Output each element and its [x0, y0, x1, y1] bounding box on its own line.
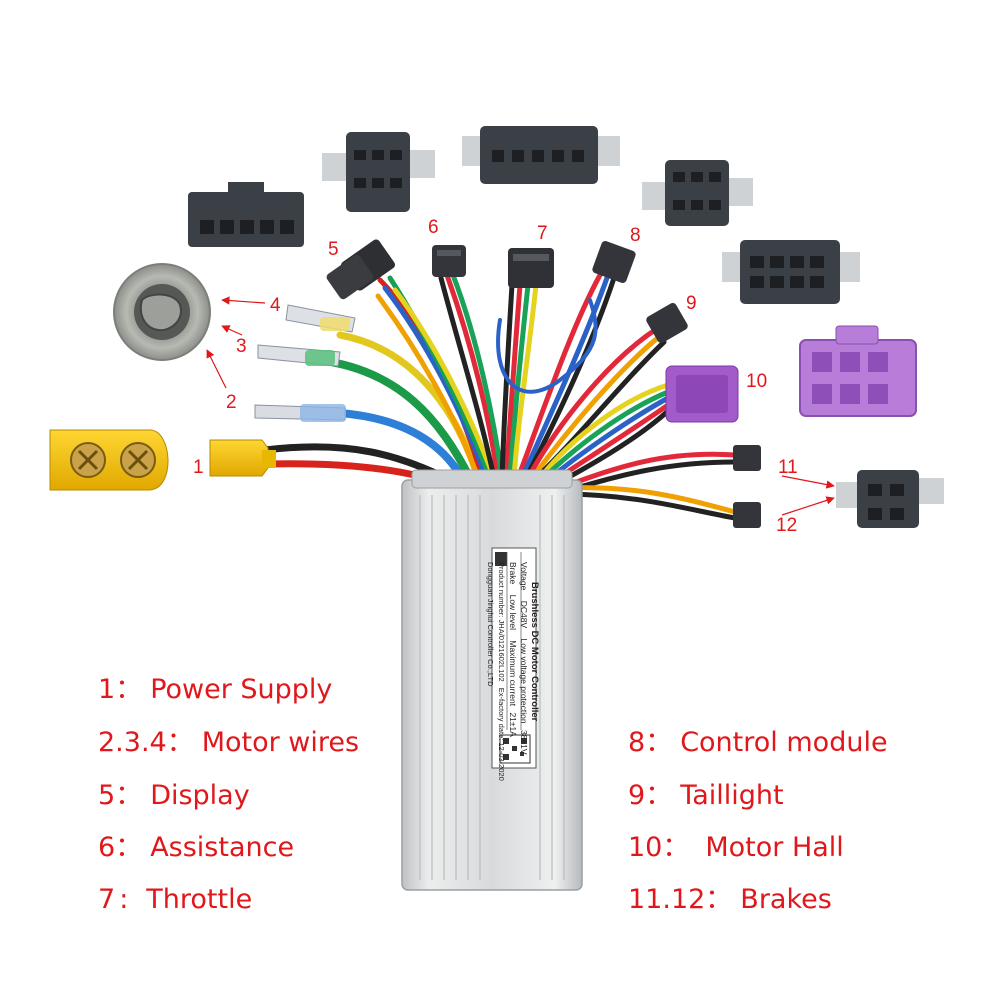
- mating-connector-6pin-a: [322, 132, 435, 212]
- current-value: 21±1A: [508, 712, 518, 737]
- legend-item-brakes: 11.12：Brakes: [628, 886, 832, 913]
- callout-6: 6: [428, 217, 439, 238]
- legend-key: 6: [98, 832, 116, 863]
- xt60-female-connector: [49, 429, 169, 491]
- callout-10: 10: [746, 371, 768, 392]
- controller-housing: [401, 469, 583, 891]
- mating-connector-brake: [836, 470, 944, 528]
- legend-key: 11.12: [628, 884, 706, 915]
- voltage-key: Voltage: [519, 562, 529, 591]
- legend-label: Display: [150, 780, 250, 811]
- legend-key: 9: [628, 780, 646, 811]
- control-plug: [592, 240, 636, 284]
- callout-11: 11: [778, 457, 798, 478]
- legend-label: Throttle: [146, 884, 253, 915]
- mating-connector-8pin: [722, 240, 860, 304]
- maker: Dongguan Jinghui Controller Co.,LTD: [486, 562, 495, 687]
- protection-value: 38±1V: [519, 729, 529, 755]
- callout-8: 8: [630, 225, 641, 246]
- xt60-male-connector: [209, 439, 276, 477]
- legend-label: Motor Hall: [705, 832, 844, 863]
- legend-sep: ：: [115, 780, 143, 811]
- motor-bullet-connectors: [254, 304, 356, 422]
- voltage-value: DC48V: [519, 600, 529, 629]
- controller-label-row-1: Voltage DC48V Low voltage protection 38±…: [518, 562, 529, 782]
- mating-connector-6pin-b: [642, 160, 753, 226]
- brake-key: Brake: [508, 562, 518, 585]
- current-key: Maximum current: [508, 640, 518, 707]
- mating-connector-wide: [462, 126, 620, 184]
- legend-label: Control module: [680, 727, 888, 758]
- mating-connector-hall-purple: [799, 325, 917, 417]
- callout-arrows: [206, 296, 835, 516]
- legend-item-control-module: 8：Control module: [628, 729, 888, 756]
- legend-sep: ：: [662, 832, 690, 863]
- callout-2: 2: [226, 392, 237, 413]
- legend-item-taillight: 9：Taillight: [628, 782, 784, 809]
- legend-sep: ：: [166, 727, 194, 758]
- brake-plugs: [733, 445, 761, 528]
- legend-item-assistance: 6：Assistance: [98, 834, 294, 861]
- legend-label: Assistance: [150, 832, 295, 863]
- mating-connector-5pin: [188, 182, 304, 247]
- callout-12: 12: [776, 515, 798, 536]
- legend-sep: :: [119, 884, 129, 915]
- throttle-plug: [508, 248, 554, 288]
- legend-sep: ：: [115, 674, 143, 705]
- legend-label: Power Supply: [150, 674, 333, 705]
- brake-value: Low level: [508, 594, 518, 631]
- legend-key: 2.3.4: [98, 727, 167, 758]
- legend-key: 8: [628, 727, 646, 758]
- controller-label-row-2: Brake Low level Maximum current 21±1A: [507, 562, 518, 782]
- legend-label: Motor wires: [201, 727, 360, 758]
- assistance-plug: [432, 245, 466, 277]
- legend-item-power-supply: 1：Power Supply: [98, 676, 332, 703]
- taillight-plug: [646, 302, 688, 344]
- factory-date: Ex-factory date: 12-03-2020: [497, 687, 506, 781]
- legend-key: 5: [98, 780, 116, 811]
- legend-key: 10: [628, 832, 663, 863]
- legend-item-throttle: 7: Throttle: [98, 886, 252, 913]
- hall-plug-purple: [665, 365, 739, 423]
- wire-bundle: [261, 272, 738, 521]
- legend-sep: ：: [645, 780, 673, 811]
- display-plug: [326, 239, 396, 300]
- callout-1: 1: [193, 457, 204, 478]
- callout-4: 4: [270, 295, 281, 316]
- protection-key: Low voltage protection: [519, 638, 529, 724]
- controller-label-row-3: Product number: JHA/0121602L102 Ex-facto…: [496, 562, 507, 782]
- product-number: Product number: JHA/0121602L102: [497, 562, 506, 682]
- legend-label: Taillight: [680, 780, 784, 811]
- callout-9: 9: [686, 293, 697, 314]
- legend-label: Brakes: [740, 884, 832, 915]
- legend-sep: ：: [645, 727, 673, 758]
- controller-label-heading: Brushless DC Motor Controller: [529, 582, 540, 722]
- legend-key: 1: [98, 674, 116, 705]
- legend-sep: ：: [115, 832, 143, 863]
- legend-item-motor-wires: 2.3.4：Motor wires: [98, 729, 359, 756]
- wire-grommet: [113, 263, 211, 361]
- legend-key: 7: [98, 884, 116, 915]
- legend-item-display: 5：Display: [98, 782, 250, 809]
- callout-7: 7: [537, 223, 548, 244]
- callout-5: 5: [328, 239, 339, 260]
- legend-item-motor-hall: 10： Motor Hall: [628, 834, 844, 861]
- legend-sep: ：: [705, 884, 733, 915]
- controller-label: Brushless DC Motor Controller Voltage DC…: [486, 562, 540, 782]
- callout-3: 3: [236, 336, 247, 357]
